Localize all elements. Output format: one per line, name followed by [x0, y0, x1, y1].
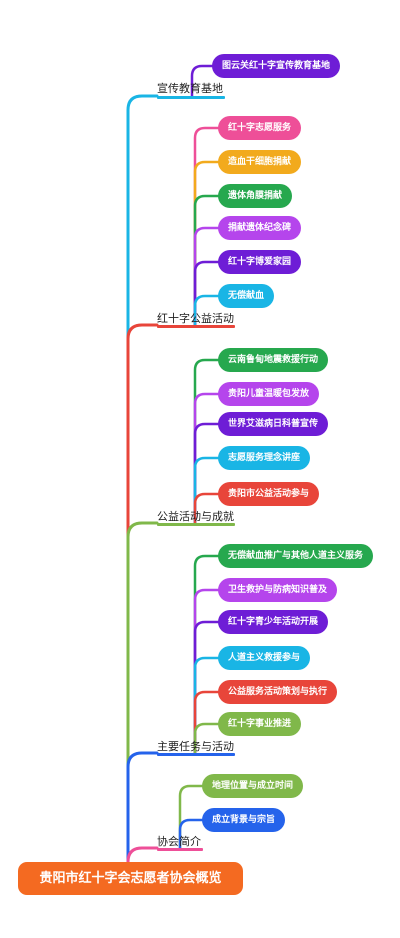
- child-link: [193, 126, 220, 327]
- child-node[interactable]: 红十字青少年活动开展: [218, 610, 329, 634]
- child-node[interactable]: 红十字志愿服务: [218, 116, 302, 140]
- root-branch-link: [126, 521, 159, 864]
- child-node[interactable]: 云南鲁甸地震救援行动: [218, 348, 329, 372]
- child-link: [193, 422, 220, 525]
- branch-underline: [157, 325, 235, 328]
- child-link: [190, 64, 214, 98]
- child-node[interactable]: 公益服务活动策划与执行: [218, 680, 338, 704]
- child-link: [193, 160, 220, 327]
- child-link: [193, 690, 220, 755]
- child-node[interactable]: 红十字事业推进: [218, 712, 302, 736]
- branch-label[interactable]: 宣传教育基地: [157, 82, 223, 95]
- child-node[interactable]: 遗体角膜捐献: [218, 184, 293, 208]
- child-node[interactable]: 人道主义救援参与: [218, 646, 311, 670]
- child-link: [193, 392, 220, 525]
- child-link: [193, 226, 220, 327]
- branch-label[interactable]: 主要任务与活动: [157, 740, 234, 753]
- branch-label[interactable]: 公益活动与成就: [157, 510, 234, 523]
- branch-underline: [157, 96, 225, 99]
- child-link: [178, 818, 204, 850]
- child-link: [193, 554, 220, 755]
- child-link: [193, 358, 220, 525]
- branch-label[interactable]: 红十字公益活动: [157, 312, 234, 325]
- branch-underline: [157, 523, 235, 526]
- child-node[interactable]: 贵阳市公益活动参与: [218, 482, 320, 506]
- child-link: [193, 456, 220, 525]
- root-branch-link: [126, 94, 159, 864]
- root-node[interactable]: 贵阳市红十字会志愿者协会概览: [18, 862, 243, 895]
- child-node[interactable]: 世界艾滋病日科普宣传: [218, 412, 329, 436]
- branch-underline: [157, 753, 235, 756]
- child-node[interactable]: 无偿献血: [218, 284, 275, 308]
- child-node[interactable]: 卫生救护与防病知识普及: [218, 578, 338, 602]
- root-branch-link: [126, 846, 159, 864]
- child-node[interactable]: 图云关红十字宣传教育基地: [212, 54, 341, 78]
- child-link: [193, 656, 220, 755]
- child-node[interactable]: 志愿服务理念讲座: [218, 446, 311, 470]
- child-link: [193, 722, 220, 755]
- child-link: [193, 620, 220, 755]
- child-node[interactable]: 无偿献血推广与其他人道主义服务: [218, 544, 374, 568]
- child-node[interactable]: 成立背景与宗旨: [202, 808, 286, 832]
- child-node[interactable]: 造血干细胞捐献: [218, 150, 302, 174]
- root-branch-link: [126, 751, 159, 864]
- child-link: [193, 260, 220, 327]
- child-link: [193, 294, 220, 327]
- child-link: [178, 784, 204, 850]
- branch-label[interactable]: 协会简介: [157, 835, 201, 848]
- root-branch-link: [126, 323, 159, 864]
- child-node[interactable]: 贵阳儿童温暖包发放: [218, 382, 320, 406]
- child-link: [193, 588, 220, 755]
- child-link: [193, 194, 220, 327]
- child-node[interactable]: 红十字博爱家园: [218, 250, 302, 274]
- branch-underline: [157, 848, 203, 851]
- child-node[interactable]: 捐献遗体纪念碑: [218, 216, 302, 240]
- child-node[interactable]: 地理位置与成立时间: [202, 774, 304, 798]
- child-link: [193, 492, 220, 525]
